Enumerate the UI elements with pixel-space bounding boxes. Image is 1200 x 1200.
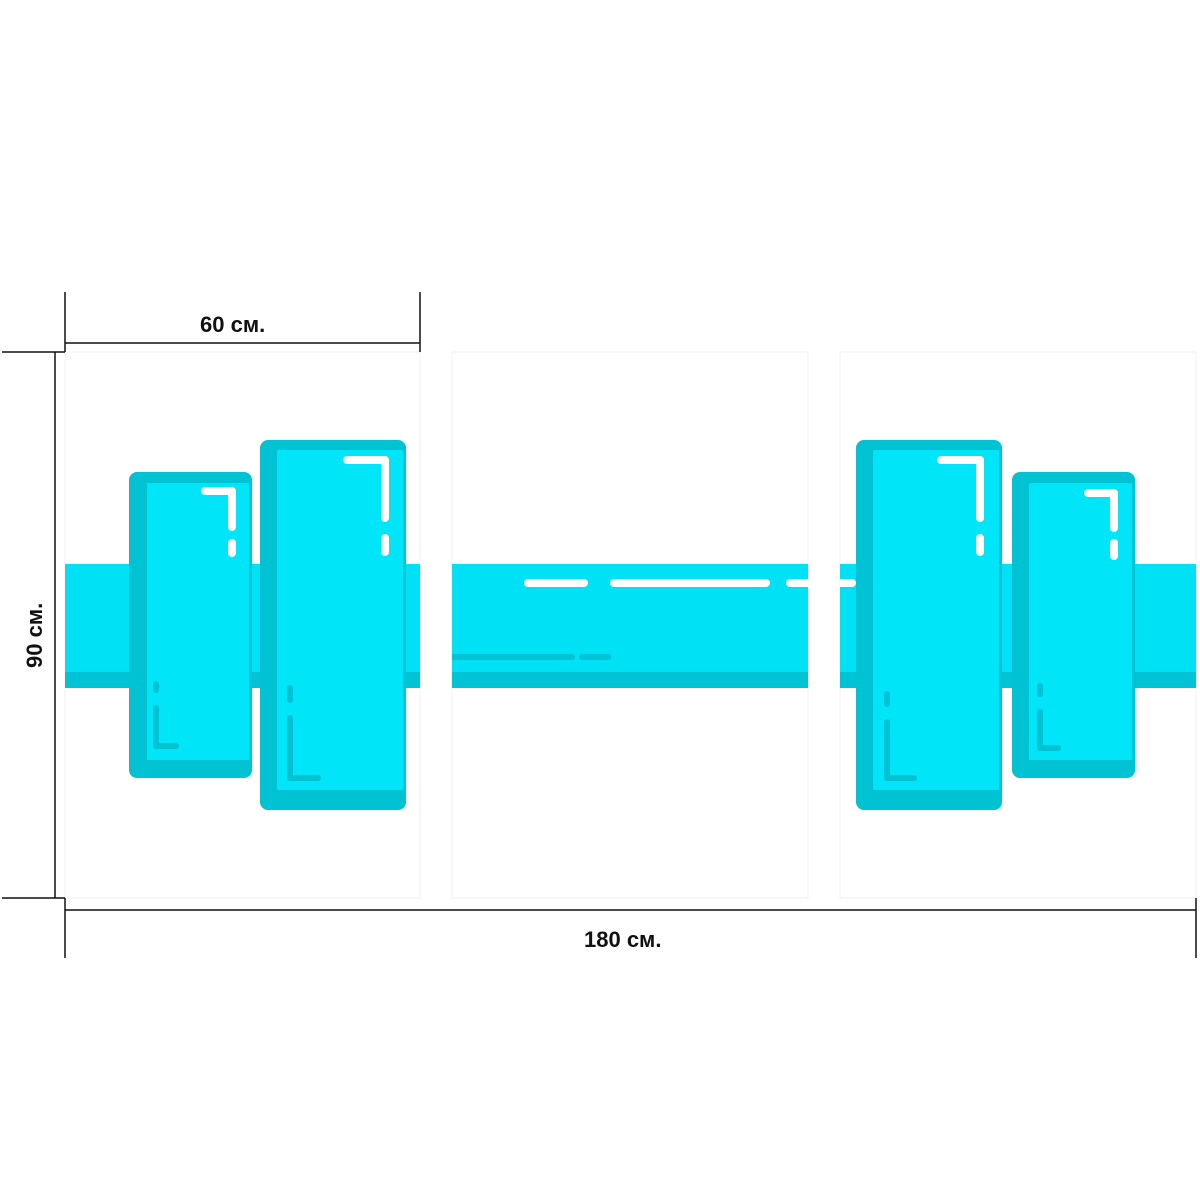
panel-width-label: 60 см. (200, 312, 266, 337)
canvas-panel-3 (839, 351, 1197, 899)
total-width-label: 180 см. (584, 927, 662, 952)
height-label: 90 см. (22, 602, 47, 668)
canvas-panel-2 (451, 351, 809, 899)
canvas-panel-1 (64, 351, 421, 899)
dimension-lines (2, 292, 1197, 958)
